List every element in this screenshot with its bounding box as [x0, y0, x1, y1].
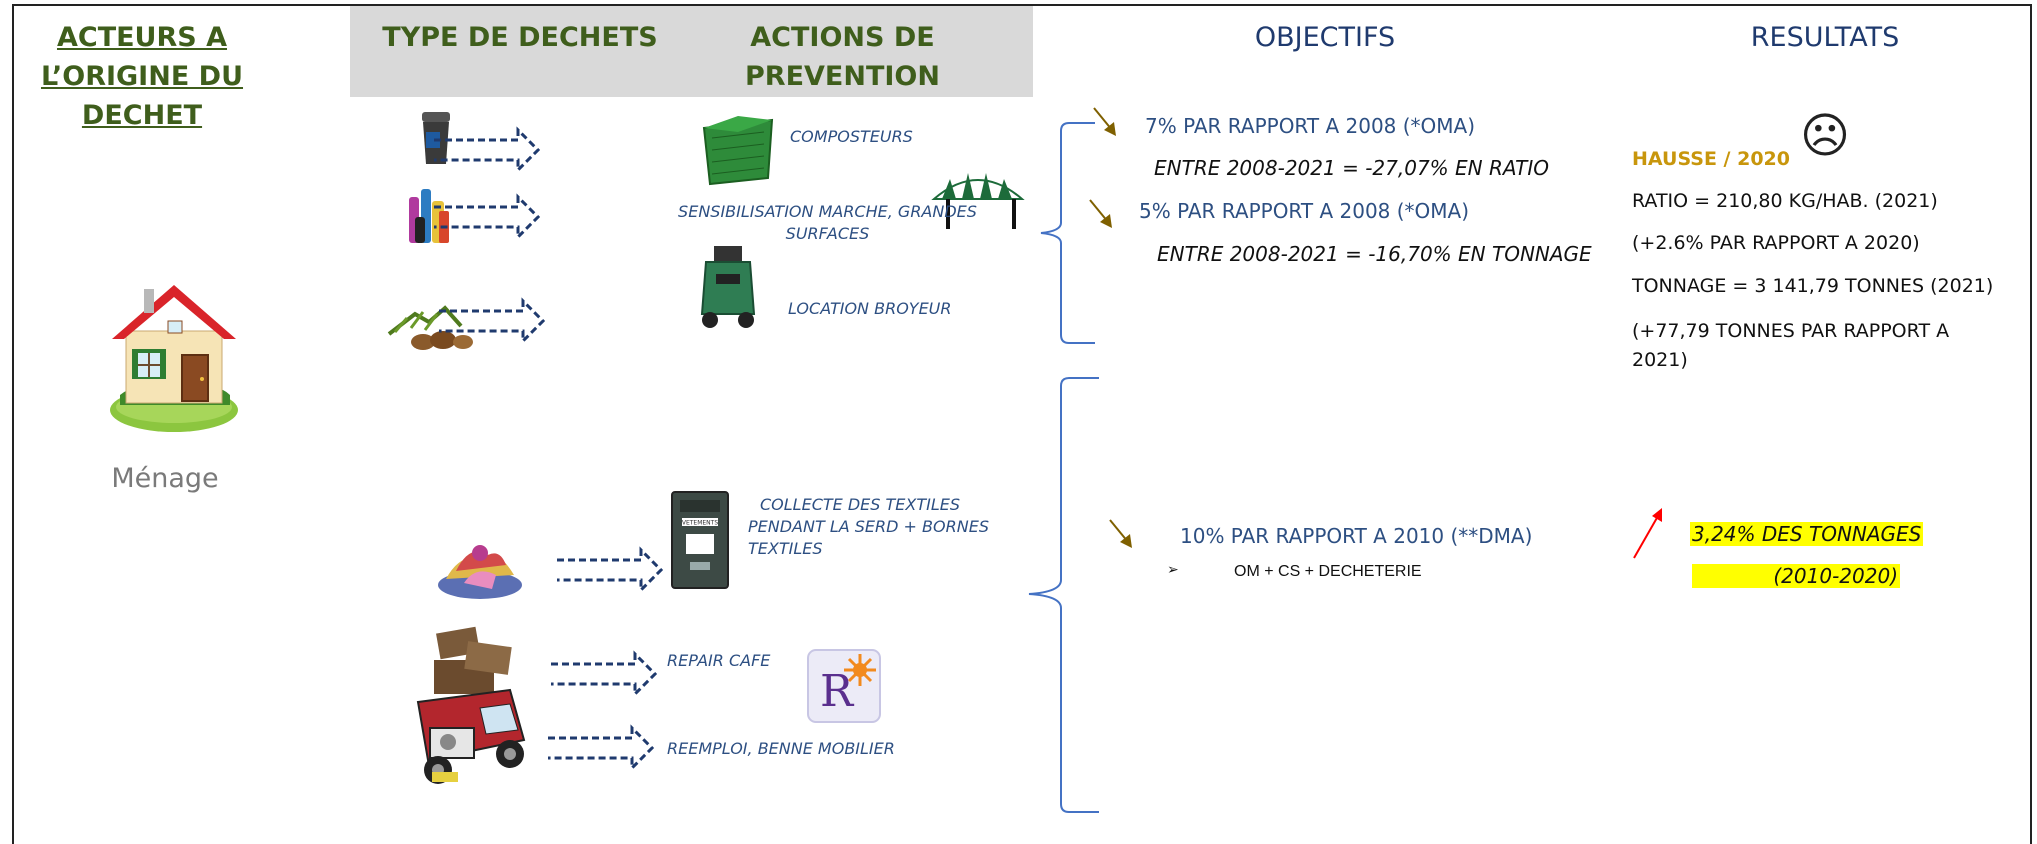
acteur-label: Ménage: [111, 463, 219, 494]
result-tonnages-period: (2010-2020): [1692, 564, 1900, 588]
objectif-2-detail: ENTRE 2008-2021 = -16,70% EN TONNAGE: [1157, 242, 1592, 266]
objectif-2: 5% PAR RAPPORT A 2008 (*OMA): [1139, 199, 1470, 223]
dashed-arrow-icon: [557, 546, 664, 594]
result-tonnages-pct: 3,24% DES TONNAGES: [1690, 522, 1924, 546]
action-textiles: COLLECTE DES TEXTILES PENDANT LA SERD + …: [748, 495, 989, 558]
dashed-arrow-icon: [434, 193, 541, 241]
down-arrow-icon: [1089, 199, 1112, 228]
header-objectifs: OBJECTIFS: [1254, 22, 1396, 53]
action-repair-cafe: REPAIR CAFE: [667, 651, 771, 670]
vetements-sign: VETEMENTS: [682, 520, 718, 527]
action-composteurs: COMPOSTEURS: [790, 127, 913, 146]
result-ratio-variation: (+2.6% PAR RAPPORT A 2020): [1632, 232, 1920, 254]
composter-icon: [702, 116, 774, 186]
result-hausse: HAUSSE / 2020: [1632, 148, 1790, 170]
down-arrow-icon: [1109, 519, 1132, 548]
action-reemploi: REEMPLOI, BENNE MOBILIER: [667, 739, 895, 758]
header-gray-band: [350, 6, 1033, 97]
result-ratio: RATIO = 210,80 KG/HAB. (2021): [1632, 190, 1938, 212]
svg-text:R: R: [820, 666, 855, 717]
textile-container-icon: VETEMENTS: [671, 491, 729, 589]
objectif-1-detail: ENTRE 2008-2021 = -27,07% EN RATIO: [1154, 156, 1549, 180]
down-arrow-icon: [1093, 107, 1116, 136]
objectif-3-bullet-icon: ➢: [1167, 562, 1179, 578]
bracket-icon: [1028, 377, 1099, 813]
objectif-3: 10% PAR RAPPORT A 2010 (**DMA): [1180, 524, 1533, 548]
shredder-icon: [700, 246, 756, 328]
green-waste-icon: [387, 305, 473, 350]
objectif-1: 7% PAR RAPPORT A 2008 (*OMA): [1145, 114, 1476, 138]
result-tonnage-variation: (+77,79 TONNES PAR RAPPORT A 2021): [1632, 320, 1950, 371]
header-actions-prevention: ACTIONS DE PREVENTION: [745, 22, 940, 92]
header-type-dechets: TYPE DE DECHETS: [382, 22, 658, 53]
car-loaded-icon: [416, 626, 526, 784]
sad-face-icon: ☹: [1800, 108, 1851, 164]
market-tent-icon: [931, 173, 1025, 229]
clothes-pile-icon: [438, 545, 522, 599]
action-sensibilisation: SENSIBILISATION MARCHE, GRANDES SURFACES: [678, 202, 977, 243]
dashed-arrow-icon: [548, 724, 655, 772]
dashed-arrow-icon: [439, 297, 546, 345]
action-broyeur: LOCATION BROYEUR: [788, 299, 952, 318]
up-arrow-icon: [1633, 508, 1662, 559]
result-tonnage: TONNAGE = 3 141,79 TONNES (2021): [1632, 275, 1994, 297]
bracket-icon: [1040, 122, 1095, 344]
header-acteurs: ACTEURS A L’ORIGINE DU DECHET: [40, 22, 244, 131]
page-frame: [12, 4, 2032, 844]
repair-cafe-logo-icon: R: [807, 649, 881, 723]
house-icon: [110, 285, 238, 432]
dashed-arrow-icon: [434, 126, 541, 174]
dashed-arrow-icon: [551, 650, 658, 698]
header-resultats: RESULTATS: [1750, 22, 1900, 53]
trash-bin-icon: [422, 112, 450, 164]
objectif-3-bullet: OM + CS + DECHETERIE: [1234, 563, 1422, 580]
